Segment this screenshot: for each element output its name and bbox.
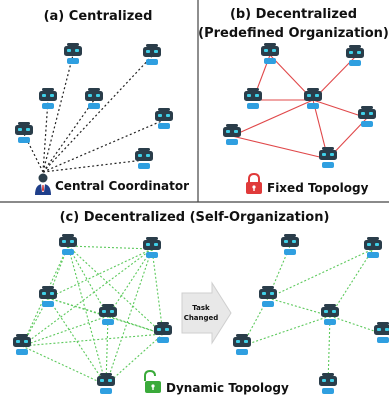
central-coordinator-label: Central Coordinator <box>55 179 189 193</box>
right-arrow-icon <box>181 281 232 345</box>
agent-c3 <box>39 286 57 307</box>
agent-c7 <box>97 373 115 394</box>
agent-c14 <box>319 373 337 394</box>
agent-a2 <box>143 44 161 65</box>
dynamic-topology-label: Dynamic Topology <box>166 381 289 395</box>
agent-b7 <box>319 147 337 168</box>
agent-c13 <box>233 334 251 355</box>
agent-b6 <box>223 124 241 145</box>
open-lock-icon <box>144 369 161 393</box>
transition-label-line1: Task <box>192 304 210 312</box>
agent-c10 <box>259 286 277 307</box>
agent-a7 <box>135 148 153 169</box>
panel-b-title-line2: (Predefined Organization) <box>198 26 389 41</box>
agent-b3 <box>244 88 262 109</box>
agent-c6 <box>13 334 31 355</box>
panel-b-title-line1: (b) Decentralized <box>229 7 358 22</box>
agent-c4 <box>99 304 117 325</box>
dynamic-links-dense <box>21 245 164 386</box>
closed-lock-icon <box>246 172 262 194</box>
agent-c2 <box>143 237 161 258</box>
agent-a5 <box>155 108 173 129</box>
agent-a4 <box>85 88 103 109</box>
centralized-links <box>23 54 165 173</box>
agent-b4 <box>304 88 322 109</box>
agent-a3 <box>39 88 57 109</box>
transition-label-line2: Changed <box>184 314 219 322</box>
agent-c9 <box>364 237 382 258</box>
coordinator-person-icon <box>35 173 51 195</box>
fixed-topology-label: Fixed Topology <box>267 181 369 195</box>
agent-a1 <box>64 43 82 64</box>
panel-a-title: (a) Centralized <box>43 9 153 24</box>
panel-c-title: (c) Decentralized (Self-Organization) <box>59 210 330 225</box>
dynamic-links-sparse <box>241 245 384 386</box>
agent-c8 <box>281 234 299 255</box>
agent-c12 <box>374 322 389 343</box>
agent-a6 <box>15 122 33 143</box>
agent-c11 <box>321 304 339 325</box>
